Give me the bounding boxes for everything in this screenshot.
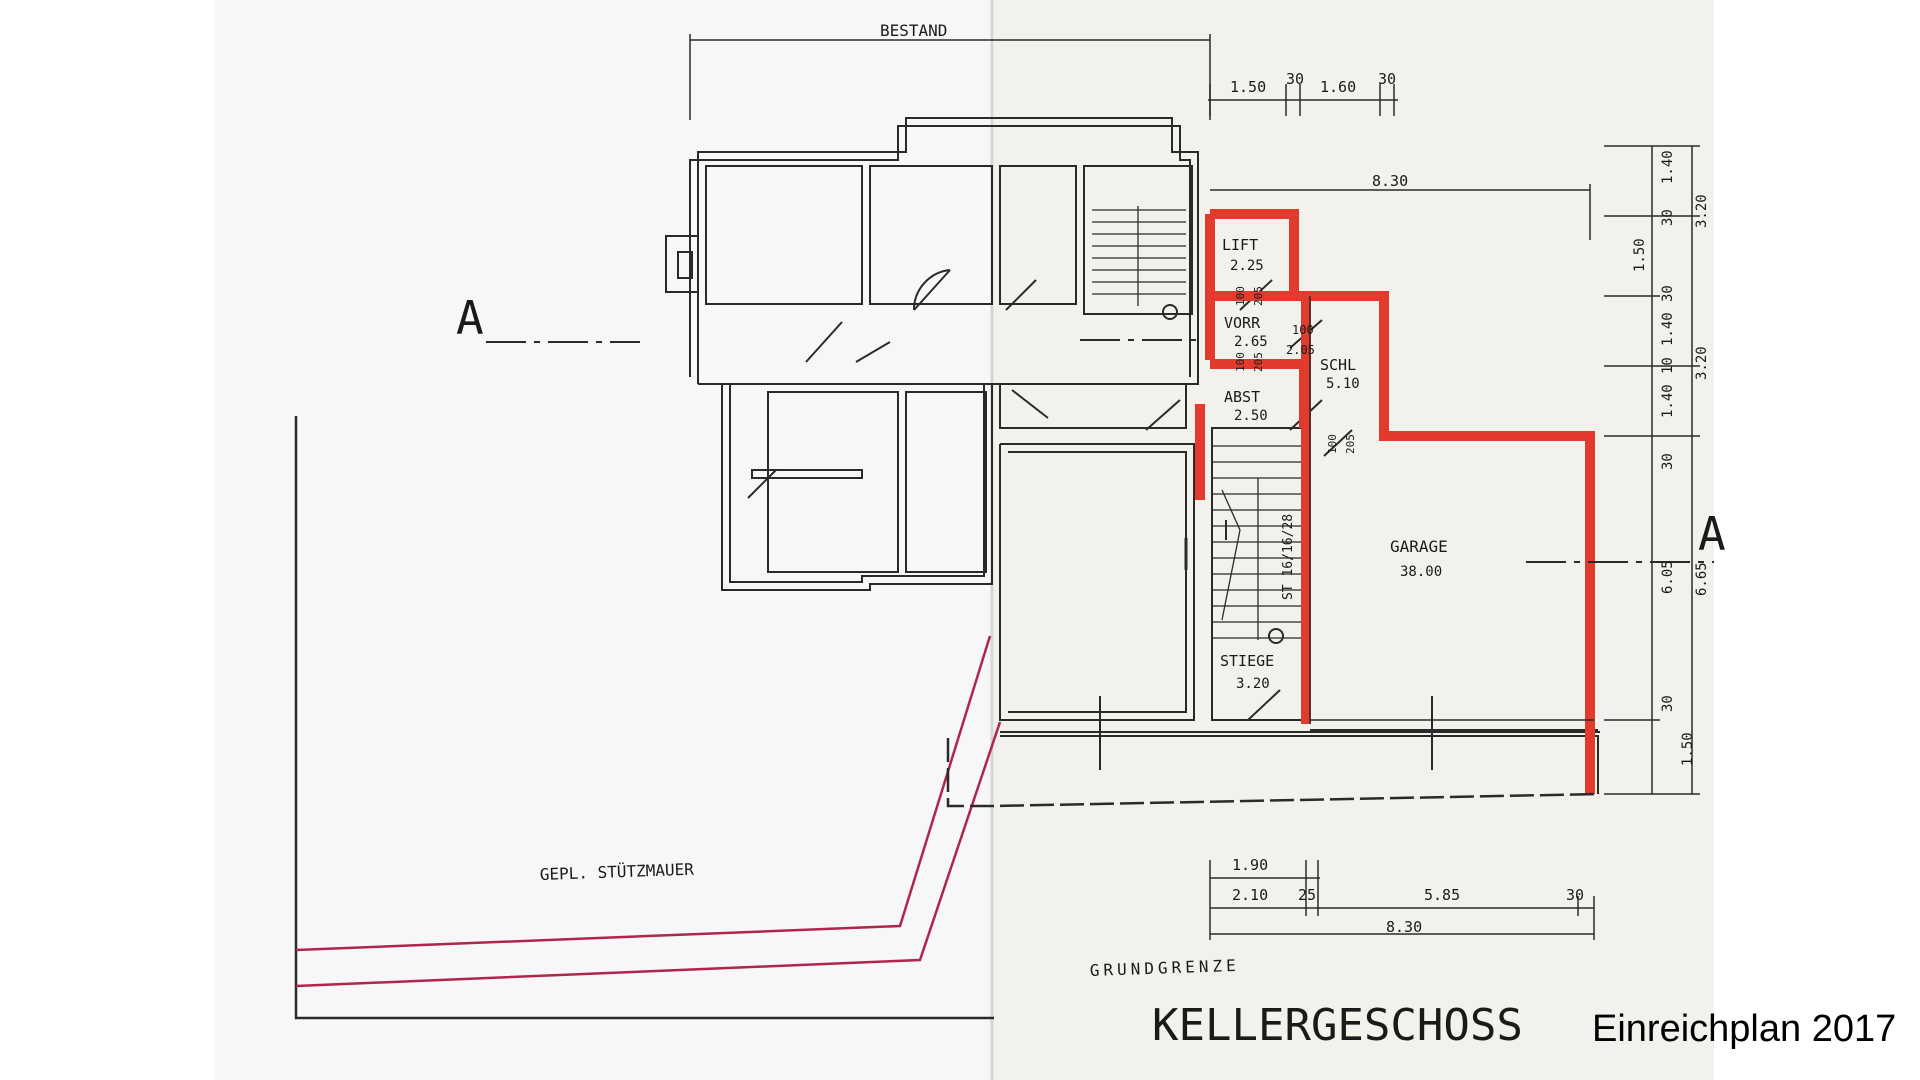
dimension-texts: 1.50 30 1.60 30 8.30 1.40 30 1.50 30 1.4… [1230, 70, 1710, 936]
room-name-lift: LIFT [1222, 236, 1258, 254]
dim-right-7: 1.40 [1660, 384, 1676, 418]
dim-right-9: 6.05 [1660, 560, 1676, 594]
room-area-lift: 2.25 [1230, 258, 1264, 274]
dim-bottom-4: 5.85 [1424, 886, 1460, 904]
dim-bottom-2: 2.10 [1232, 886, 1268, 904]
door-mark: 100 [1326, 434, 1339, 454]
paper-left [214, 0, 994, 1080]
room-name-stiege: STIEGE [1220, 652, 1274, 670]
dim-right-outer-3: 6.65 [1694, 562, 1710, 596]
dim-right-6: 10 [1660, 357, 1676, 374]
dim-right-3: 1.50 [1632, 238, 1648, 272]
door-marks: 100 205 100 2.05 100 205 100 205 [1234, 286, 1357, 454]
dim-right-10: 30 [1660, 695, 1676, 712]
room-name-garage: GARAGE [1390, 537, 1448, 556]
door-mark: 205 [1252, 286, 1265, 306]
room-name-schl: SCHL [1320, 356, 1356, 374]
dim-right-outer-1: 3.20 [1694, 194, 1710, 228]
dim-bottom-3: 25 [1298, 886, 1316, 904]
room-area-abst: 2.50 [1234, 408, 1268, 424]
door-mark: 205 [1344, 434, 1357, 454]
dim-top-1: 1.50 [1230, 78, 1266, 96]
section-label-left: A [456, 291, 484, 345]
existing-building [665, 117, 1199, 591]
basement-walls [999, 279, 1600, 794]
paper-right [994, 0, 1714, 1080]
dimension-lines [689, 34, 1700, 940]
door-mark: 205 [1252, 352, 1265, 372]
dim-top-4: 30 [1378, 70, 1396, 88]
dim-right-4: 30 [1660, 285, 1676, 302]
retaining-wall [294, 416, 1601, 1020]
door-mark: 100 [1292, 323, 1314, 337]
section-label-right: A [1698, 507, 1726, 561]
dim-top-3: 1.60 [1320, 78, 1356, 96]
door-mark: 2.05 [1286, 343, 1315, 357]
dim-right-8: 30 [1660, 453, 1676, 470]
sheet-title: KELLERGESCHOSS [1152, 1000, 1523, 1051]
door-mark: 100 [1234, 286, 1247, 306]
dim-right-11: 1.50 [1680, 732, 1696, 766]
stair-label: ST 16/16/28 [1281, 514, 1296, 600]
room-area-schl: 5.10 [1326, 376, 1360, 392]
room-area-stiege: 3.20 [1236, 676, 1270, 692]
dim-right-2: 30 [1660, 209, 1676, 226]
section-lines [486, 339, 1714, 563]
dim-right-1: 1.40 [1660, 150, 1676, 184]
room-area-garage: 38.00 [1400, 564, 1442, 580]
plan-caption: Einreichplan 2017 [1592, 1008, 1897, 1050]
room-area-vorr: 2.65 [1234, 334, 1268, 350]
dim-bottom-1: 1.90 [1232, 856, 1268, 874]
room-name-vorr: VORR [1224, 314, 1261, 332]
existing-label: BESTAND [880, 21, 947, 40]
new-walls-red [1195, 209, 1595, 794]
dim-right-5: 1.40 [1660, 312, 1676, 346]
dim-top-width: 8.30 [1372, 172, 1408, 190]
dim-right-outer-2: 3.20 [1694, 346, 1710, 380]
door-mark: 100 [1234, 352, 1247, 372]
room-name-abst: ABST [1224, 388, 1260, 406]
dim-top-2: 30 [1286, 70, 1304, 88]
dim-bottom-5: 30 [1566, 886, 1584, 904]
dim-bottom-total: 8.30 [1386, 918, 1422, 936]
